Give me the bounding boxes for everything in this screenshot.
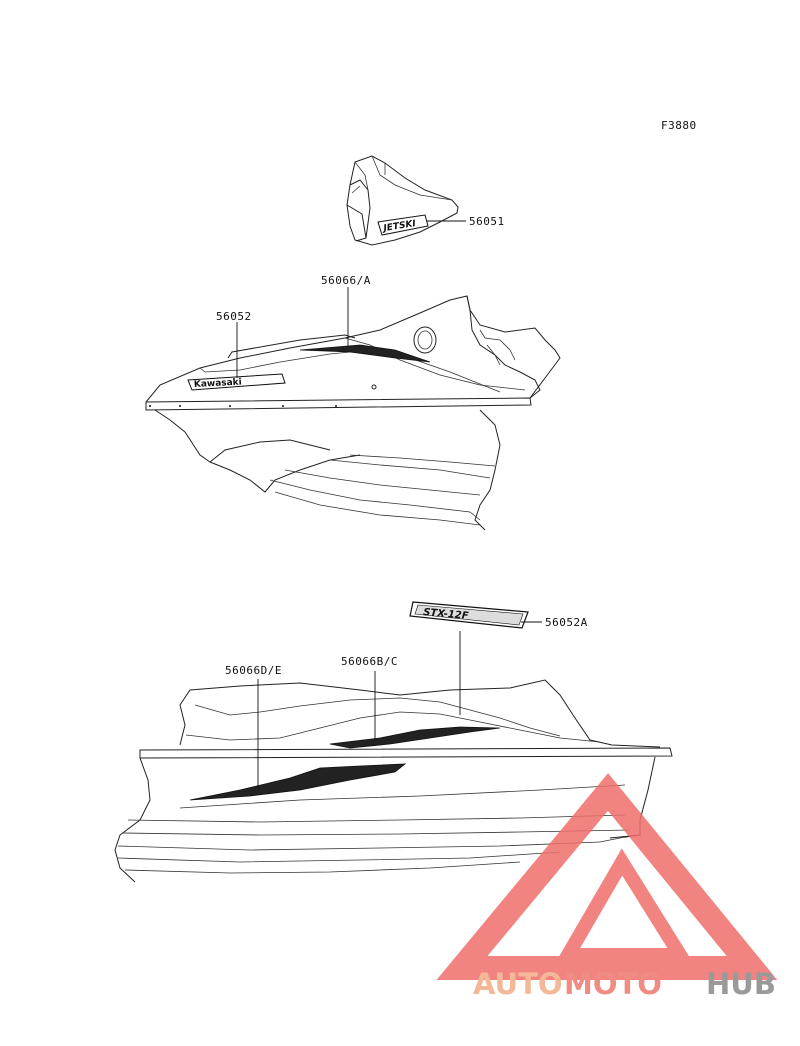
kawasaki-decal: Kawasaki xyxy=(187,373,286,391)
figure-code: F3880 xyxy=(661,119,697,132)
label-56052A: 56052A xyxy=(545,616,588,629)
seat-part-drawing: JETSKI xyxy=(346,155,459,246)
deck-stripe-decal xyxy=(329,726,501,749)
watermark-moto: MOTO xyxy=(564,967,662,1001)
label-56066BC: 56066B/C xyxy=(341,655,398,668)
hull-rear-view xyxy=(114,679,673,883)
label-56052: 56052 xyxy=(216,310,252,323)
watermark-logo xyxy=(436,773,778,980)
watermark-text: AUTO MOTO HUB xyxy=(473,967,776,1001)
side-logo-decal: STX-12F xyxy=(409,601,529,629)
label-56066DE: 56066D/E xyxy=(225,664,282,677)
label-56066A: 56066/A xyxy=(321,274,371,287)
watermark-hub: HUB xyxy=(706,967,776,1001)
hull-side-view: Kawasaki xyxy=(145,295,561,531)
side-stripe-decal xyxy=(189,763,407,801)
watermark-triangle-outer xyxy=(436,773,778,980)
side-logo-decal-text: STX-12F xyxy=(423,607,469,622)
upper-stripe-decal xyxy=(299,344,431,363)
gunwale-dots xyxy=(149,405,337,407)
watermark-auto: AUTO xyxy=(473,967,563,1001)
watermark-triangle-inner xyxy=(555,848,693,962)
kawasaki-decal-text: Kawasaki xyxy=(194,378,242,390)
label-56051: 56051 xyxy=(469,215,505,228)
